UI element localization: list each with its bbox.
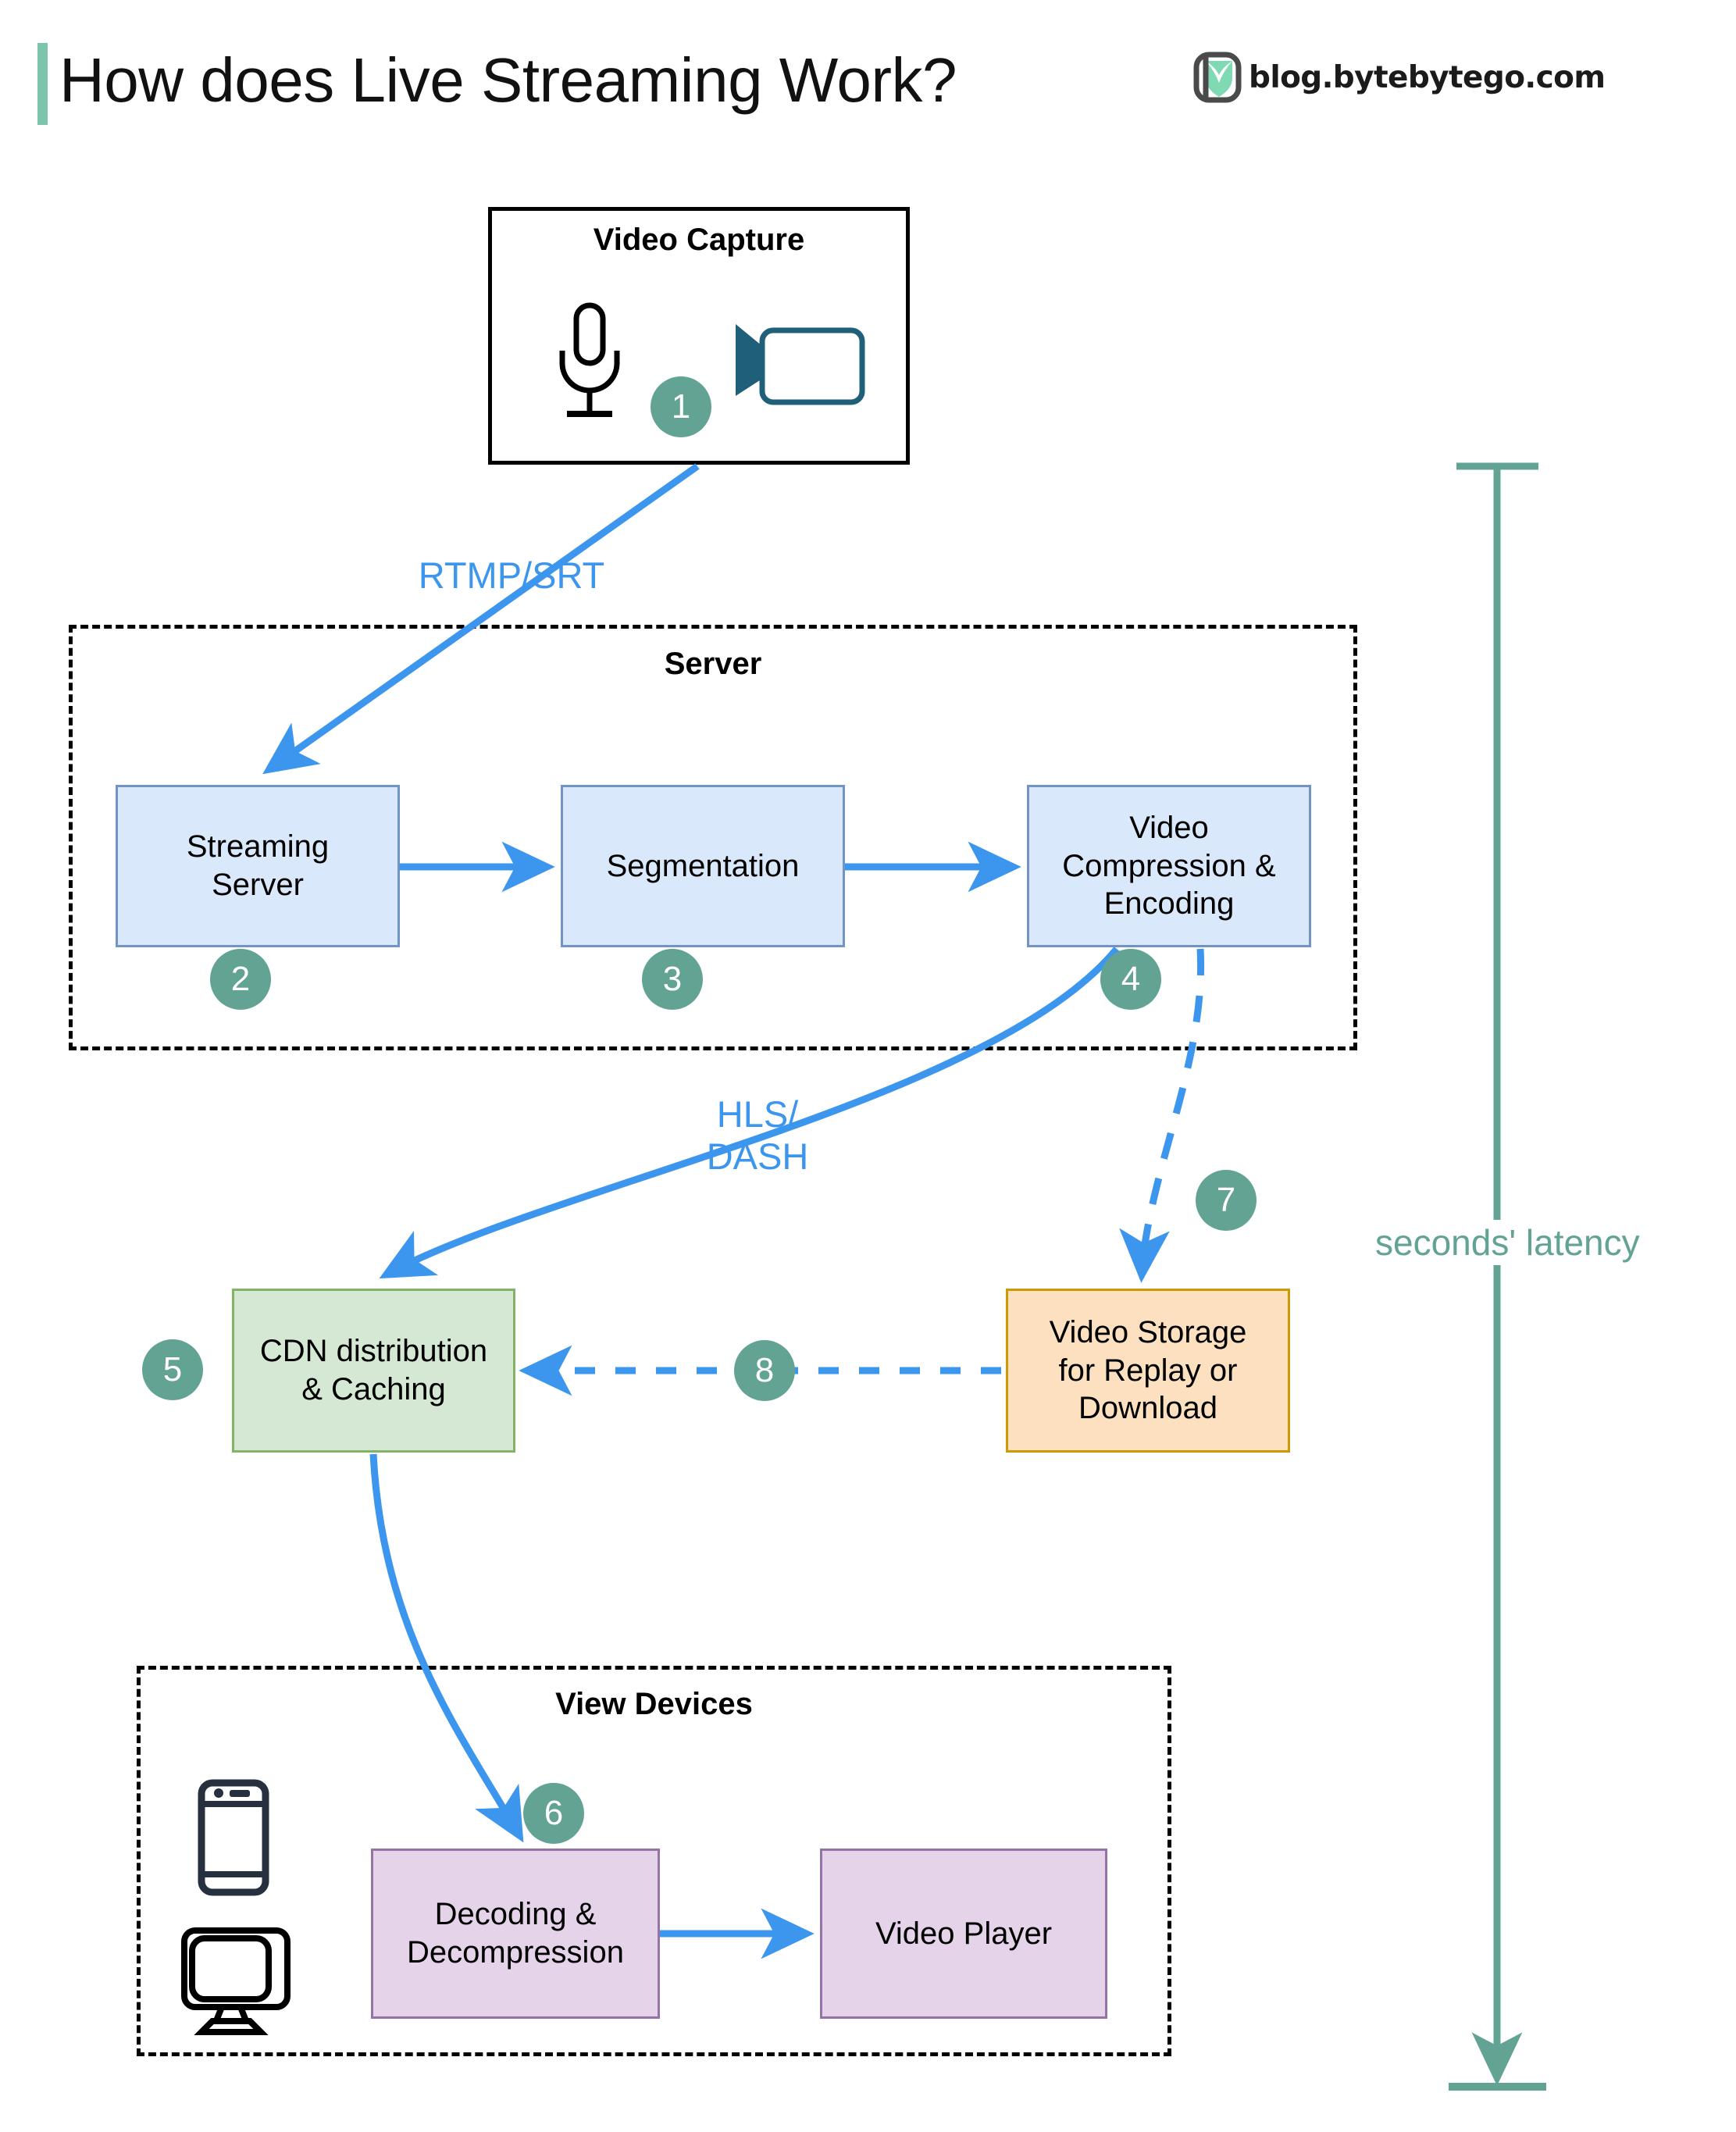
node-cdn-label: CDN distribution & Caching	[259, 1334, 488, 1406]
node-video-compression-label: Video Compression & Encoding	[1062, 810, 1276, 922]
node-video-player-label: Video Player	[875, 1916, 1053, 1951]
brand-text: blog.bytebytego.com	[1249, 59, 1606, 95]
title-accent-bar	[37, 43, 48, 125]
node-video-storage[interactable]: Video Storage for Replay or Download	[1006, 1289, 1290, 1453]
bytebytego-logo-icon	[1193, 52, 1242, 103]
step-badge-1[interactable]: 1	[651, 376, 711, 437]
view-devices-title: View Devices	[555, 1687, 753, 1721]
node-video-player[interactable]: Video Player	[820, 1849, 1107, 2019]
step-badge-3[interactable]: 3	[642, 949, 703, 1010]
node-streaming-server[interactable]: Streaming Server	[116, 785, 400, 947]
step-badge-5[interactable]: 5	[142, 1339, 203, 1400]
video-capture-title: Video Capture	[593, 223, 805, 257]
step-badge-7[interactable]: 7	[1196, 1170, 1257, 1231]
step-badge-2[interactable]: 2	[210, 949, 271, 1010]
server-title: Server	[664, 647, 762, 681]
page-title: How does Live Streaming Work?	[59, 45, 957, 115]
page-header: How does Live Streaming Work? blog.byteb…	[0, 0, 1736, 148]
step-badge-4[interactable]: 4	[1100, 949, 1161, 1010]
microphone-icon	[559, 302, 620, 417]
node-video-storage-label: Video Storage for Replay or Download	[1049, 1314, 1247, 1426]
desktop-monitor-icon	[181, 1927, 291, 2035]
edge-label-hls-dash: HLS/ DASH	[706, 1093, 809, 1177]
view-devices-group	[137, 1666, 1171, 2056]
latency-bracket	[1449, 462, 1546, 2091]
latency-annotation: seconds' latency	[1371, 1220, 1645, 1265]
node-cdn[interactable]: CDN distribution & Caching	[232, 1289, 515, 1453]
brand-block: blog.bytebytego.com	[1193, 52, 1606, 103]
step-badge-6[interactable]: 6	[523, 1783, 584, 1844]
video-camera-icon	[736, 324, 865, 405]
node-segmentation[interactable]: Segmentation	[561, 785, 845, 947]
node-video-compression[interactable]: Video Compression & Encoding	[1027, 785, 1311, 947]
node-streaming-server-label: Streaming Server	[186, 829, 330, 902]
step-badge-8[interactable]: 8	[734, 1340, 795, 1401]
node-decoding[interactable]: Decoding & Decompression	[371, 1849, 660, 2019]
node-segmentation-label: Segmentation	[606, 848, 800, 883]
smartphone-icon	[198, 1779, 269, 1896]
node-decoding-label: Decoding & Decompression	[407, 1897, 624, 1970]
edge-label-rtmp-srt: RTMP/SRT	[418, 554, 605, 596]
